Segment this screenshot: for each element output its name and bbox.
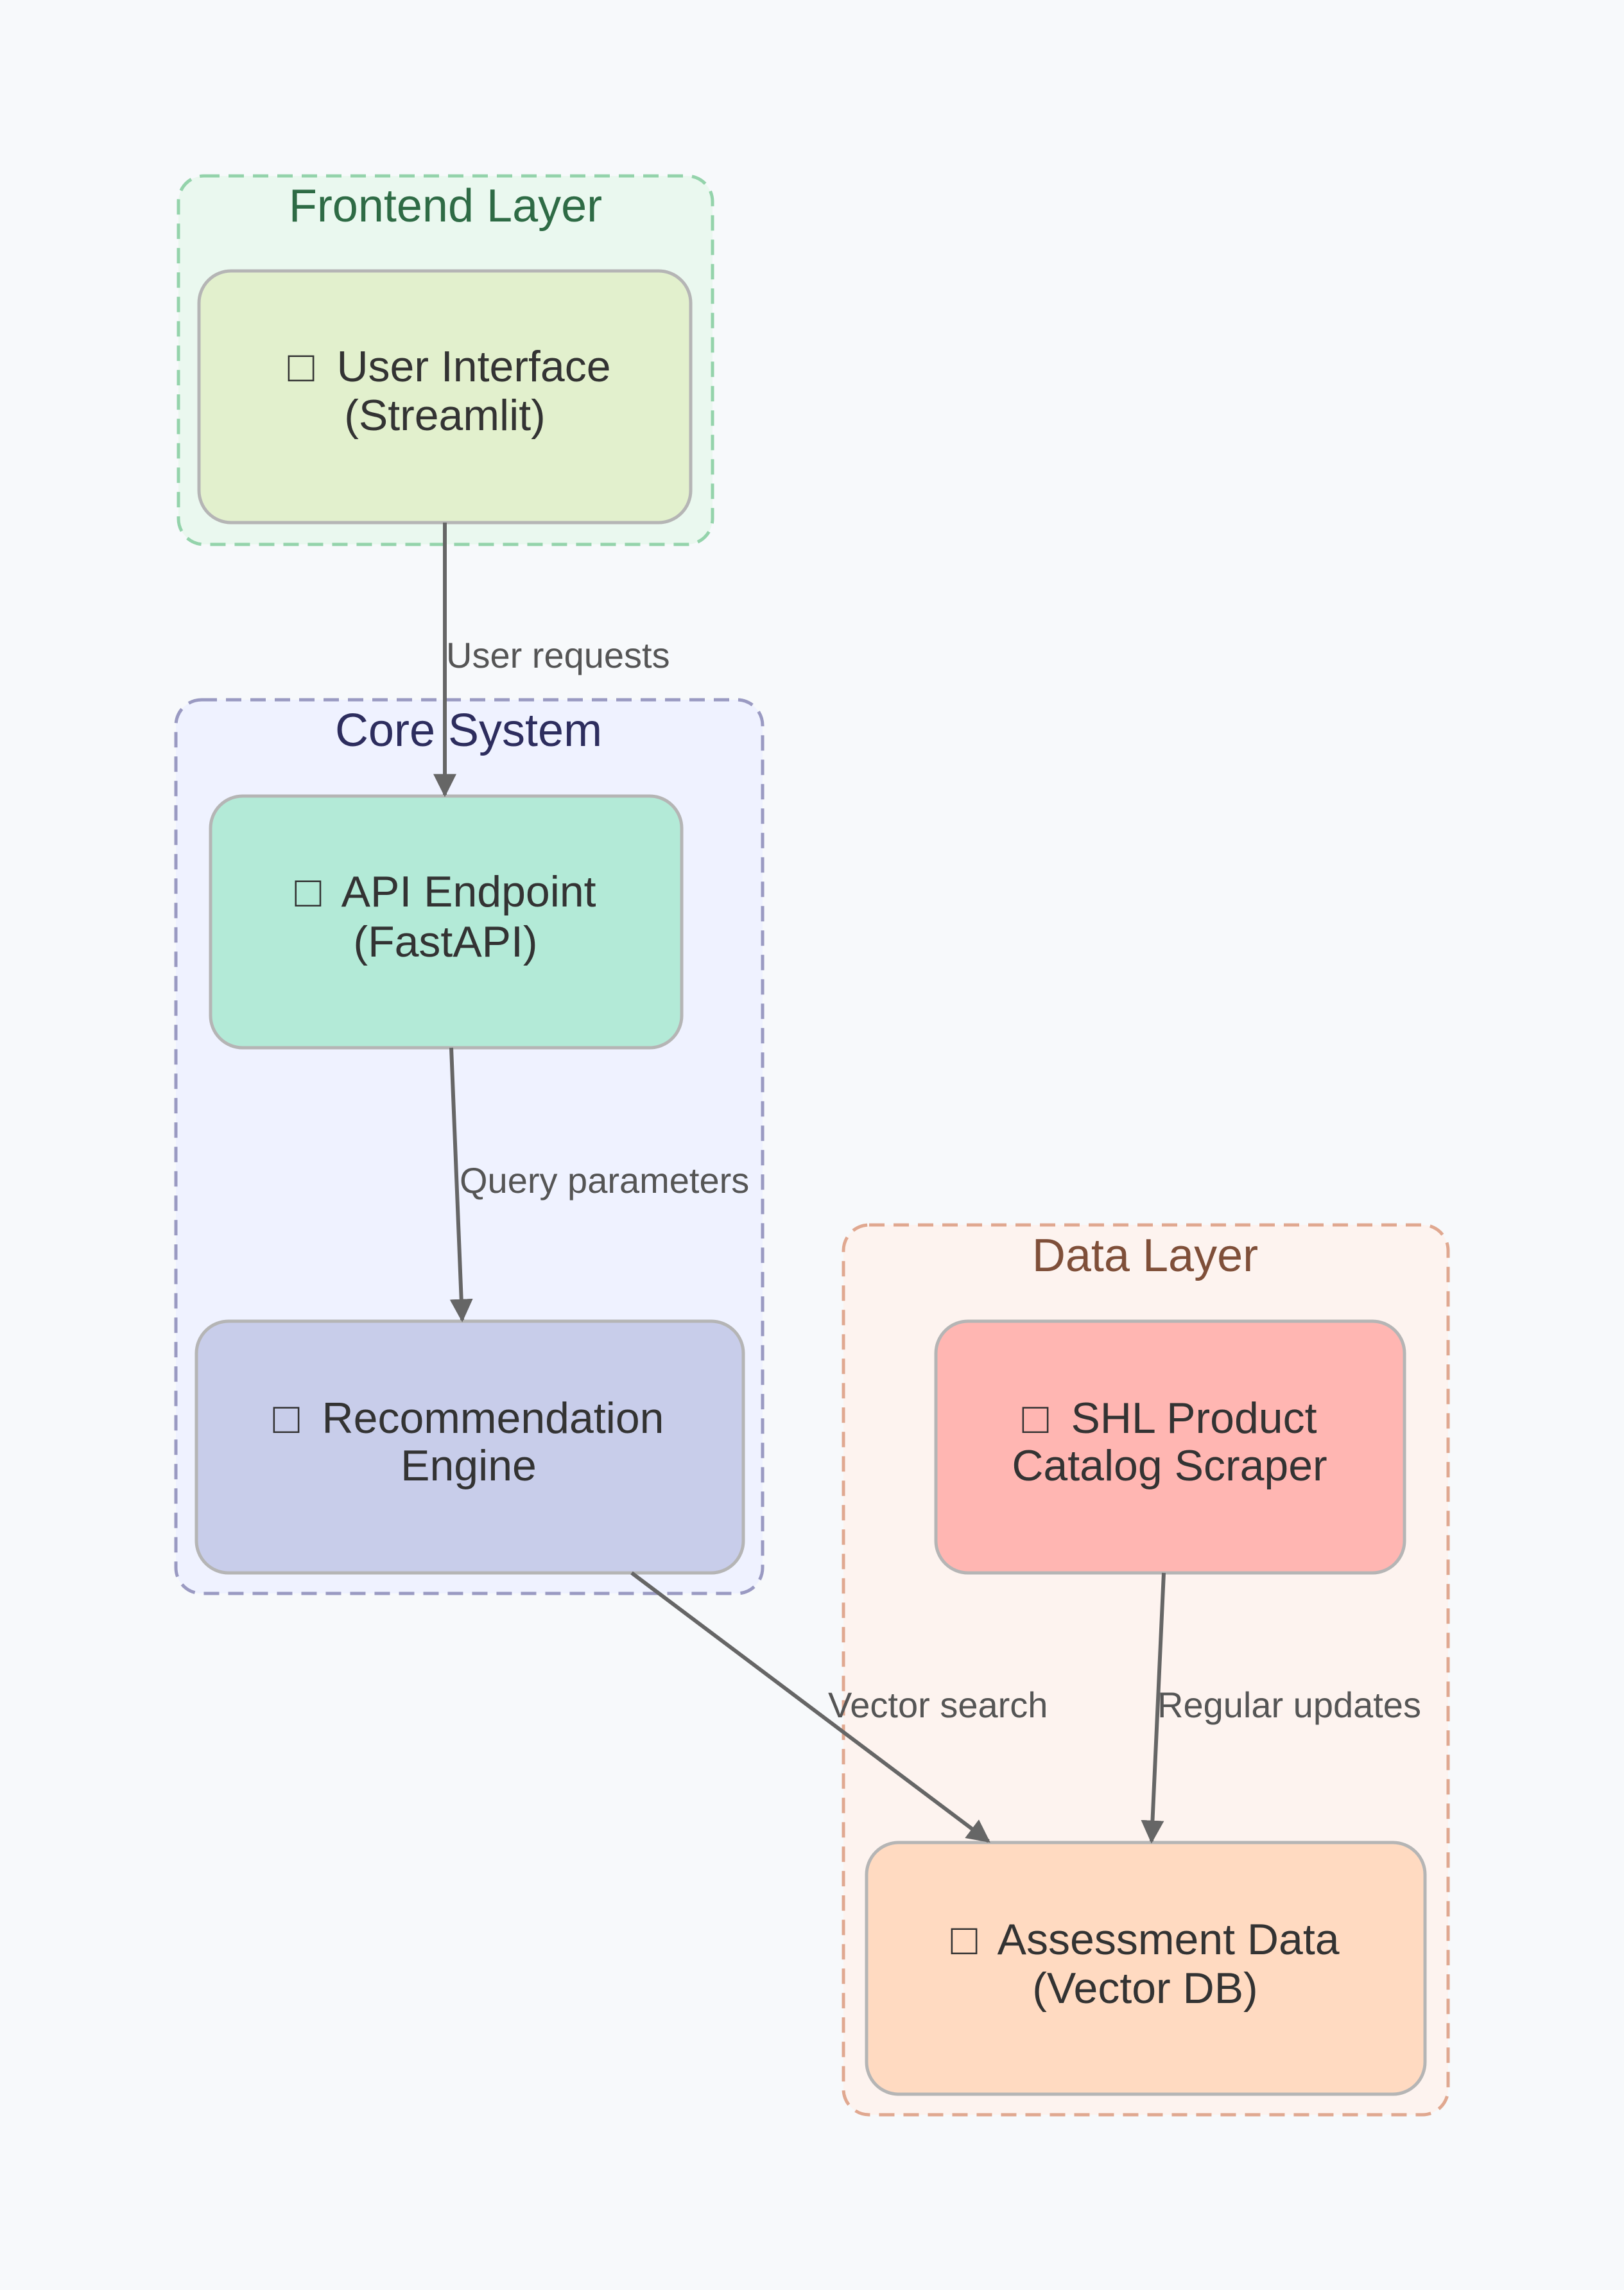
node-recommendation-engine: □ Recommendation Engine xyxy=(194,1319,745,1575)
node-recommendation-engine-title: Recommendation xyxy=(322,1394,664,1443)
node-api-endpoint: □ API Endpoint (FastAPI) xyxy=(209,794,684,1050)
node-user-interface-title: User Interface xyxy=(336,342,610,391)
cluster-core-title: Core System xyxy=(335,705,602,756)
edge-query-parameters: Query parameters xyxy=(449,1047,749,1323)
node-shl-catalog-scraper-title: SHL Product xyxy=(1071,1394,1317,1443)
edge-regular-updates: Regular updates xyxy=(1141,1572,1421,1844)
svg-text:□ User Interface: □ User Interface xyxy=(288,342,610,391)
gear-icon: □ xyxy=(273,1394,300,1443)
node-user-interface-subtitle: (Streamlit) xyxy=(344,391,546,440)
edge-regular-updates-line xyxy=(1141,1572,1166,1844)
node-shl-catalog-scraper-subtitle: Catalog Scraper xyxy=(1012,1441,1327,1490)
edge-vector-search: Vector search xyxy=(630,1571,1048,1843)
edge-user-requests-label: User requests xyxy=(446,635,670,675)
node-api-endpoint-subtitle: (FastAPI) xyxy=(353,917,537,966)
link-icon: □ xyxy=(295,867,321,916)
svg-text:□ API Endpoint: □ API Endpoint xyxy=(295,867,596,916)
node-shl-catalog-scraper-box xyxy=(934,1319,1406,1575)
monitor-icon: □ xyxy=(288,342,314,391)
node-user-interface: □ User Interface (Streamlit) xyxy=(197,269,693,525)
node-assessment-data: □ Assessment Data (Vector DB) xyxy=(865,1841,1427,2096)
node-assessment-data-title: Assessment Data xyxy=(998,1915,1340,1964)
node-shl-catalog-scraper: □ SHL Product Catalog Scraper xyxy=(934,1319,1406,1575)
cluster-data-title: Data Layer xyxy=(1032,1230,1258,1281)
svg-text:□ Recommendation: □ Recommendation xyxy=(273,1394,664,1443)
svg-text:□ Assessment Data: □ Assessment Data xyxy=(951,1915,1339,1964)
edge-vector-search-label: Vector search xyxy=(828,1685,1048,1725)
cluster-frontend-title: Frontend Layer xyxy=(289,180,602,232)
edge-user-requests: User requests xyxy=(433,523,670,797)
node-assessment-data-subtitle: (Vector DB) xyxy=(1032,1964,1257,2013)
folder-icon: □ xyxy=(951,1915,977,1964)
node-api-endpoint-title: API Endpoint xyxy=(341,867,596,916)
edge-query-parameters-line xyxy=(449,1047,473,1323)
link-icon: □ xyxy=(1023,1394,1049,1443)
node-recommendation-engine-subtitle: Engine xyxy=(401,1441,537,1490)
edge-vector-search-line xyxy=(630,1571,990,1843)
edge-query-parameters-label: Query parameters xyxy=(460,1160,749,1201)
edge-regular-updates-label: Regular updates xyxy=(1157,1685,1421,1725)
svg-text:□ SHL Product: □ SHL Product xyxy=(1023,1394,1317,1443)
